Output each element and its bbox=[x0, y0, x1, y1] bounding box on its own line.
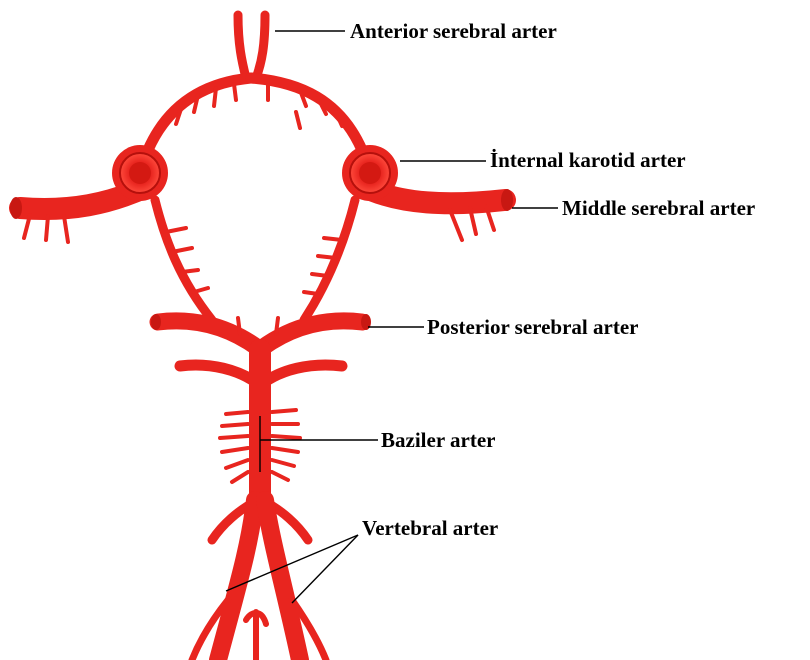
middle-cerebral-artery bbox=[10, 186, 513, 242]
vertebral-artery bbox=[192, 500, 326, 660]
anterior-cerebral-artery bbox=[148, 15, 362, 150]
leader-vertebral-right bbox=[292, 535, 358, 603]
label-anterior-cerebral-artery: Anterior serebral arter bbox=[350, 21, 557, 42]
posterior-communicating-artery bbox=[155, 200, 355, 320]
label-middle-cerebral-artery: Middle serebral arter bbox=[562, 198, 755, 219]
label-internal-carotid-artery: İnternal karotid arter bbox=[490, 150, 686, 171]
label-basilar-artery: Baziler arter bbox=[381, 430, 495, 451]
internal-carotid-artery bbox=[112, 145, 398, 201]
right-mca-end bbox=[501, 189, 513, 211]
left-mca-end bbox=[10, 197, 22, 219]
label-posterior-cerebral-artery: Posterior serebral arter bbox=[427, 317, 638, 338]
label-vertebral-artery: Vertebral arter bbox=[362, 518, 498, 539]
